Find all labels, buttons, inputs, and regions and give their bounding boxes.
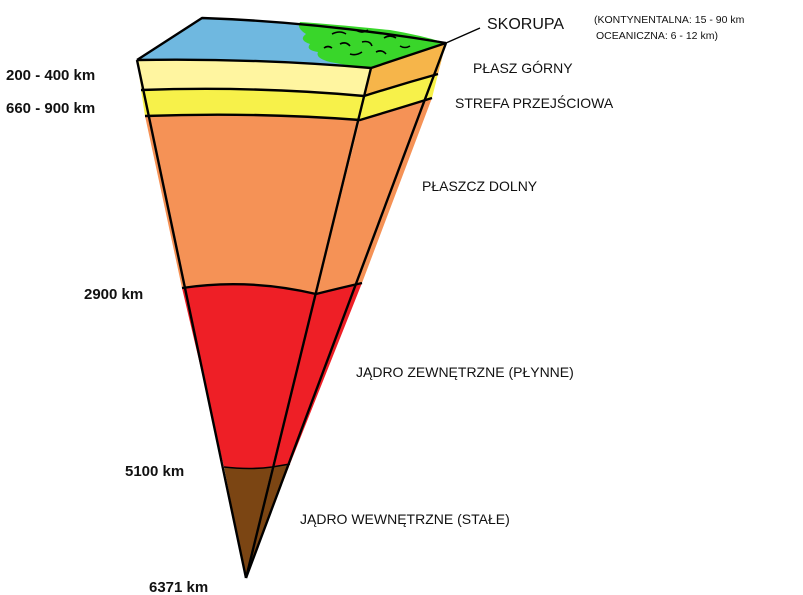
depth-label-lower-mantle: 2900 km — [84, 286, 143, 303]
transition-zone-side — [360, 74, 438, 120]
outline — [135, 16, 448, 579]
depth-label-center: 6371 km — [149, 579, 208, 595]
label-transition-zone: STREFA PRZEJŚCIOWA — [455, 94, 614, 111]
crust-pointer — [445, 27, 481, 44]
transition-zone-front — [141, 88, 364, 120]
lower-mantle-front — [145, 114, 360, 295]
depth-label-upper-mantle: 200 - 400 km — [6, 67, 95, 84]
lower-mantle-side — [316, 98, 432, 294]
depth-label-transition: 660 - 900 km — [6, 100, 95, 117]
label-crust-oceanic: OCEANICZNA: 6 - 12 km) — [596, 30, 718, 42]
outer-core-front — [182, 284, 316, 469]
upper-mantle-front — [137, 59, 371, 96]
label-crust-continental: (KONTYNENTALNA: 15 - 90 km — [594, 14, 745, 26]
label-lower-mantle: PŁASZCZ DOLNY — [422, 178, 538, 194]
label-outer-core: JĄDRO ZEWNĘTRZNE (PŁYNNE) — [356, 364, 574, 380]
upper-mantle-side — [364, 43, 446, 96]
terrain-marks — [323, 29, 411, 56]
label-upper-mantle: PŁASZ GÓRNY — [473, 60, 573, 76]
label-inner-core: JĄDRO WEWNĘTRZNE (STAŁE) — [300, 511, 510, 527]
depth-label-outer-core: 5100 km — [125, 463, 184, 480]
inner-core-front — [224, 467, 272, 578]
label-crust: SKORUPA — [487, 16, 564, 33]
